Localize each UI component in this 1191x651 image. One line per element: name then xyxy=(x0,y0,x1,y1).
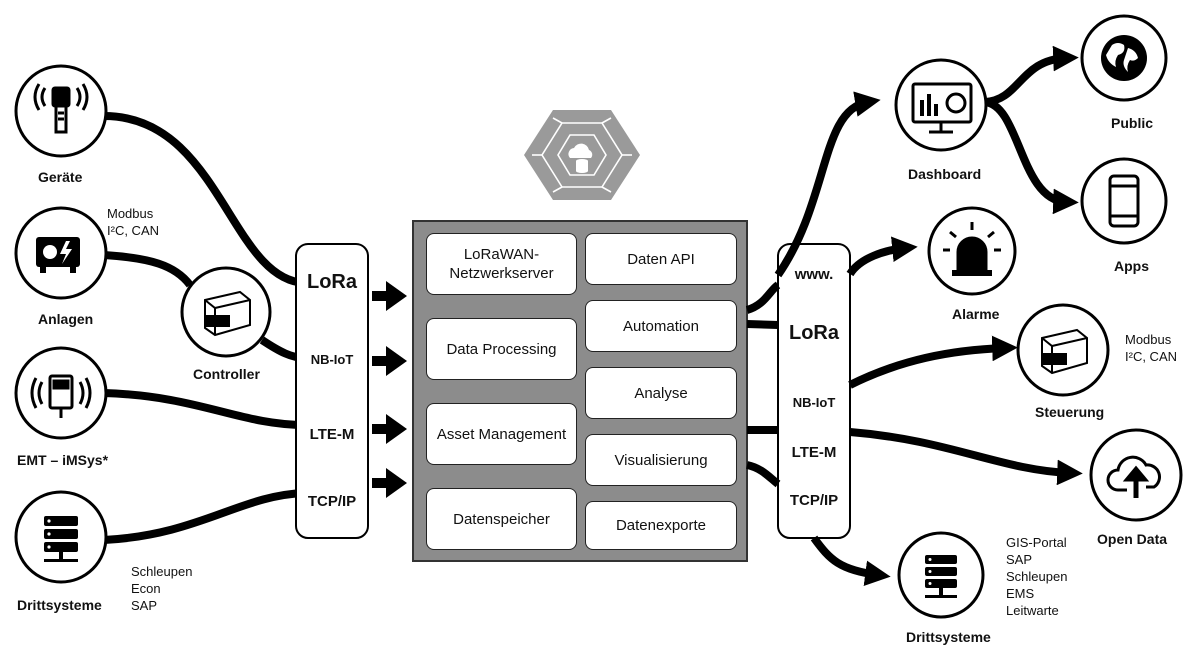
emt-node xyxy=(14,346,108,440)
smartphone-icon xyxy=(1108,174,1140,228)
protocol-left-nbiot: NB-IoT xyxy=(310,352,354,367)
public-node xyxy=(1080,14,1168,102)
controller-module-icon xyxy=(204,290,251,337)
arrow-left-2 xyxy=(372,346,407,376)
dashboard-node xyxy=(894,58,988,152)
box-asset-management: Asset Management xyxy=(426,403,577,465)
drittsysteme-right-node xyxy=(897,531,985,619)
protocol-left-tcpip: TCP/IP xyxy=(307,493,357,510)
arrow-left-3 xyxy=(372,414,407,444)
box-visualisierung: Visualisierung xyxy=(585,434,737,486)
drittsysteme-left-node xyxy=(14,490,108,584)
geraete-node xyxy=(14,64,108,158)
connector-anlagen xyxy=(103,251,194,288)
cloud-upload-icon xyxy=(1106,455,1161,498)
protocol-bar-left xyxy=(295,243,369,539)
apps-node xyxy=(1080,157,1168,245)
smart-meter-icon xyxy=(30,374,92,418)
left-connectors xyxy=(103,112,306,544)
device-sensor-icon xyxy=(33,83,89,134)
connector-steuerung xyxy=(848,335,1018,389)
protocol-left-lora: LoRa xyxy=(307,271,357,293)
controller-node xyxy=(180,266,272,358)
controller-module-icon-right xyxy=(1041,328,1088,375)
label-alarme: Alarme xyxy=(952,306,1000,322)
globe-icon xyxy=(1101,35,1147,81)
label-steuerung: Steuerung xyxy=(1035,404,1105,420)
protocol-right-ltem: LTE-M xyxy=(791,444,837,461)
cloud-database-icon xyxy=(568,143,593,173)
steuerung-node xyxy=(1016,303,1110,397)
box-automation: Automation xyxy=(585,300,737,352)
connector-geraete xyxy=(103,112,306,287)
connector-public xyxy=(984,45,1079,106)
label-anlagen-protocols: Modbus I²C, CAN xyxy=(107,206,159,238)
arrow-left-4 xyxy=(372,468,407,498)
connector-dashboard xyxy=(774,91,881,278)
anlagen-node xyxy=(14,206,108,300)
box-data-processing: Data Processing xyxy=(426,318,577,380)
connector-alarme xyxy=(846,236,918,277)
server-icon xyxy=(44,516,78,562)
label-public: Public xyxy=(1111,115,1154,131)
box-daten-api: Daten API xyxy=(585,233,737,285)
label-drittsysteme-right: Drittsysteme xyxy=(906,629,991,645)
alarme-node xyxy=(927,206,1017,296)
connector-drittsysteme-right xyxy=(810,535,891,587)
right-connectors xyxy=(774,45,1083,587)
protocol-left-ltem: LTE-M xyxy=(309,426,355,443)
label-dashboard: Dashboard xyxy=(908,166,982,182)
label-anlagen: Anlagen xyxy=(38,311,94,327)
left-arrows xyxy=(372,281,407,498)
connector-emt xyxy=(103,389,306,429)
label-drittsysteme-right-items: GIS-Portal SAP Schleupen EMS Leitwarte xyxy=(1006,535,1068,618)
protocol-right-tcpip: TCP/IP xyxy=(789,492,839,509)
label-apps: Apps xyxy=(1114,258,1149,274)
label-controller: Controller xyxy=(193,366,260,382)
open-data-node xyxy=(1089,428,1183,522)
label-open-data: Open Data xyxy=(1097,531,1168,547)
label-geraete: Geräte xyxy=(38,169,83,185)
box-lorawan: LoRaWAN- Netzwerkserver xyxy=(426,233,577,295)
monitor-chart-icon xyxy=(911,82,973,134)
siren-icon xyxy=(943,222,1001,276)
arrow-left-1 xyxy=(372,281,407,311)
platform-hex-logo xyxy=(524,110,640,200)
box-datenexporte: Datenexporte xyxy=(585,501,737,550)
box-datenspeicher: Datenspeicher xyxy=(426,488,577,550)
generator-icon xyxy=(36,237,80,273)
label-drittsysteme-left: Drittsysteme xyxy=(17,597,102,613)
protocol-right-www: www. xyxy=(794,266,834,283)
protocol-right-nbiot: NB-IoT xyxy=(792,395,836,410)
label-emt: EMT – iMSys* xyxy=(17,452,109,468)
protocol-right-lora: LoRa xyxy=(789,322,839,344)
label-drittsysteme-left-items: Schleupen Econ SAP xyxy=(131,564,193,613)
box-analyse: Analyse xyxy=(585,367,737,419)
hub-to-bar-connectors xyxy=(745,281,781,488)
connector-drittsysteme-left xyxy=(103,489,306,544)
label-steuerung-protocols: Modbus I²C, CAN xyxy=(1125,332,1177,364)
connector-apps xyxy=(984,98,1079,215)
server-icon-right xyxy=(925,555,957,598)
connector-open-data xyxy=(849,428,1083,486)
